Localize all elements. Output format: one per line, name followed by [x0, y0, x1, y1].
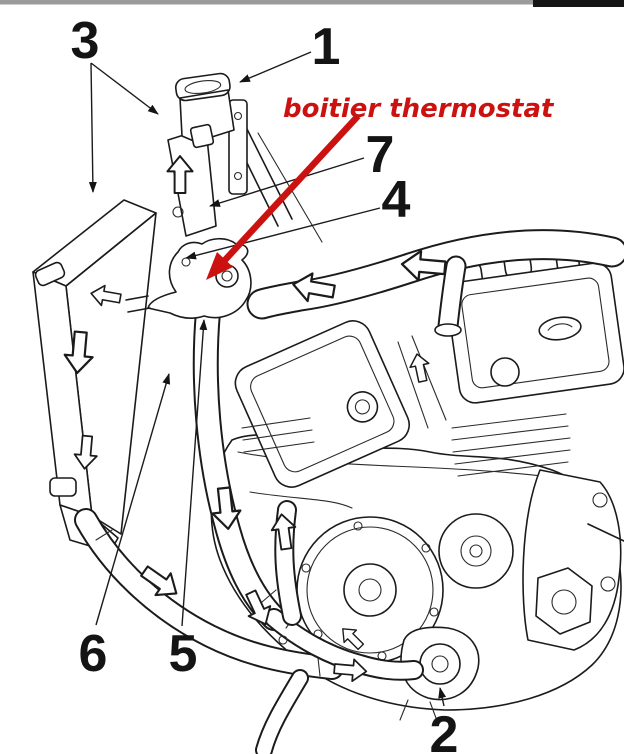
callout-7-label: 7 [366, 126, 395, 184]
front-cylinder-fins [241, 417, 315, 453]
water-pump [399, 626, 480, 721]
side-rod [587, 523, 624, 542]
rear-cylinder-fins [451, 413, 571, 477]
cylinder-v-gap [397, 335, 447, 429]
clutch-cover [296, 516, 444, 664]
radiator [32, 199, 157, 553]
callout-1-label: 1 [312, 18, 341, 76]
callout-4: 4 [185, 171, 411, 260]
thermostat-annotation: boitier thermostat [206, 94, 555, 280]
callouts: 1 2 3 4 5 6 7 [71, 12, 459, 754]
callout-5-label: 5 [169, 625, 198, 683]
callout-1: 1 [239, 18, 341, 83]
flow-arrow-icon [406, 351, 433, 385]
flow-arrow-icon [88, 282, 123, 310]
top-bar-gray [0, 0, 533, 5]
right-engine-cover [522, 469, 622, 651]
callout-2-label: 2 [430, 706, 459, 754]
top-radiator-hose [246, 229, 624, 337]
annotation-arrow-line [222, 113, 361, 263]
top-bar-dark [533, 0, 624, 7]
radiator-inlet-stub [125, 295, 151, 313]
radiator-mount-bottom [49, 477, 77, 497]
callout-4-label: 4 [382, 171, 411, 229]
radiator-filler-neck [167, 72, 235, 237]
callout-6-label: 6 [79, 625, 108, 683]
callout-3: 3 [71, 12, 159, 193]
callout-3-label: 3 [71, 12, 100, 70]
engine-boss [490, 357, 520, 387]
front-cylinder [234, 320, 410, 488]
callout-7: 7 [209, 126, 395, 207]
timing-cover [438, 513, 514, 589]
annotation-arrowhead-icon [206, 252, 233, 280]
top-bar [0, 0, 624, 7]
filler-neck-boss [189, 123, 215, 149]
radiator-mount-top [34, 261, 66, 287]
radiator-cap [174, 72, 231, 102]
thermostat-annotation-label: boitier thermostat [283, 94, 555, 124]
lower-pipe [255, 669, 309, 754]
callout-2: 2 [430, 687, 459, 754]
callout-5: 5 [169, 319, 208, 683]
callout-6: 6 [79, 373, 171, 683]
